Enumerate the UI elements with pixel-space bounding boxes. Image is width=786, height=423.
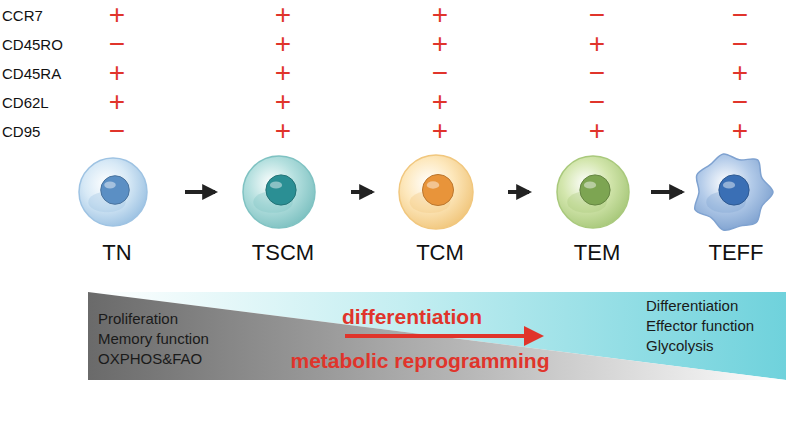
expression-sign: − bbox=[589, 1, 605, 29]
cell-body bbox=[557, 156, 629, 228]
effector-trait: Glycolysis bbox=[646, 338, 714, 353]
expression-sign: + bbox=[275, 59, 291, 87]
memory-trait: Memory function bbox=[98, 331, 209, 346]
cell-illustration bbox=[386, 150, 486, 240]
nucleus-highlight bbox=[427, 181, 440, 188]
cell-label: TEFF bbox=[682, 242, 786, 264]
effector-trait: Differentiation bbox=[646, 298, 738, 313]
nucleus-highlight bbox=[723, 181, 735, 188]
expression-sign: + bbox=[432, 117, 448, 145]
cell-body bbox=[399, 155, 473, 229]
cell-illustration bbox=[543, 150, 643, 240]
nucleus bbox=[580, 175, 610, 205]
marker-name: CD45RO bbox=[2, 37, 63, 52]
expression-sign: − bbox=[732, 1, 748, 29]
nucleus bbox=[101, 176, 130, 205]
expression-sign: + bbox=[589, 30, 605, 58]
marker-name: CD95 bbox=[2, 124, 40, 139]
cell-illustration bbox=[229, 150, 329, 240]
t-cell: TN bbox=[63, 150, 171, 272]
expression-sign: + bbox=[109, 1, 125, 29]
cell-illustration bbox=[682, 150, 782, 240]
expression-sign: + bbox=[432, 30, 448, 58]
expression-sign: + bbox=[732, 59, 748, 87]
differentiation-arrow bbox=[651, 190, 682, 194]
progress-arrow bbox=[345, 334, 540, 338]
t-cell: TCM bbox=[386, 150, 494, 272]
cell-label: TSCM bbox=[229, 242, 337, 264]
expression-sign: + bbox=[109, 59, 125, 87]
expression-sign: + bbox=[275, 30, 291, 58]
memory-trait: OXPHOS&FAO bbox=[98, 351, 202, 366]
expression-sign: − bbox=[109, 30, 125, 58]
expression-sign: + bbox=[275, 1, 291, 29]
expression-sign: + bbox=[432, 1, 448, 29]
expression-sign: − bbox=[589, 59, 605, 87]
t-cell: TSCM bbox=[229, 150, 337, 272]
cell-illustration bbox=[63, 150, 163, 240]
cell-body bbox=[695, 154, 773, 230]
expression-sign: + bbox=[275, 88, 291, 116]
marker-name: CD45RA bbox=[2, 66, 61, 81]
t-cell: TEM bbox=[543, 150, 651, 272]
expression-sign: + bbox=[275, 117, 291, 145]
cell-body bbox=[79, 158, 147, 226]
differentiation-arrow bbox=[508, 190, 529, 194]
t-cell: TEFF bbox=[682, 150, 786, 272]
expression-sign: + bbox=[109, 88, 125, 116]
expression-sign: − bbox=[432, 59, 448, 87]
expression-sign: + bbox=[432, 88, 448, 116]
expression-sign: − bbox=[732, 30, 748, 58]
effector-trait: Effector function bbox=[646, 318, 754, 333]
memory-gradient bbox=[88, 292, 786, 380]
expression-sign: − bbox=[732, 88, 748, 116]
nucleus bbox=[266, 175, 296, 205]
cell-body bbox=[243, 156, 315, 228]
differentiation-arrow bbox=[185, 190, 215, 194]
cell-label: TEM bbox=[543, 242, 651, 264]
expression-sign: − bbox=[589, 88, 605, 116]
nucleus bbox=[719, 175, 749, 205]
differentiation-arrow bbox=[351, 190, 372, 194]
process-label: differentiation bbox=[342, 306, 482, 327]
memory-trait: Proliferation bbox=[98, 311, 178, 326]
nucleus-highlight bbox=[104, 182, 116, 189]
nucleus-highlight bbox=[270, 181, 282, 188]
expression-sign: + bbox=[589, 117, 605, 145]
marker-name: CCR7 bbox=[2, 8, 43, 23]
nucleus-highlight bbox=[584, 181, 596, 188]
expression-sign: + bbox=[732, 117, 748, 145]
marker-name: CD62L bbox=[2, 95, 49, 110]
effector-gradient bbox=[88, 292, 786, 380]
expression-sign: − bbox=[109, 117, 125, 145]
nucleus bbox=[422, 174, 453, 205]
cell-label: TCM bbox=[386, 242, 494, 264]
cell-label: TN bbox=[63, 242, 171, 264]
process-label: metabolic reprogramming bbox=[290, 350, 549, 371]
